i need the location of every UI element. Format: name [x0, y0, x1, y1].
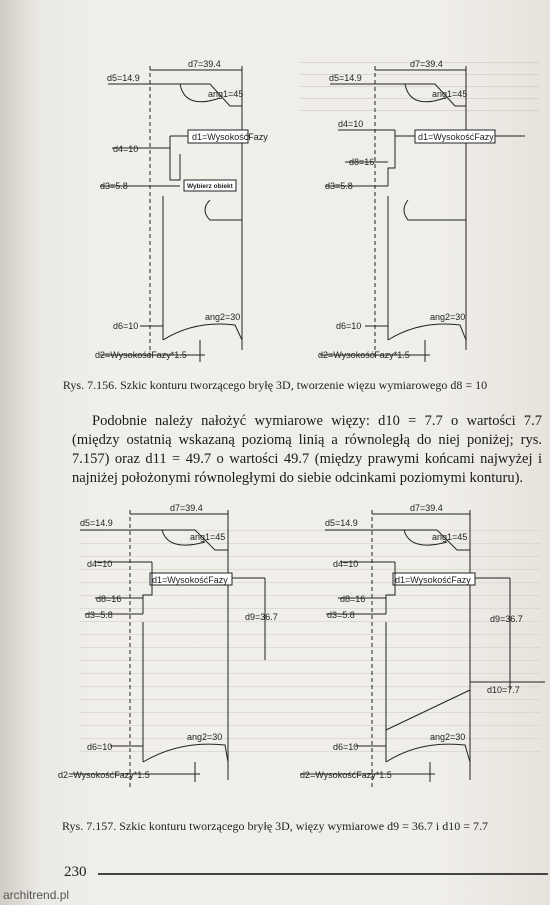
right2-d3: d3=5.8: [327, 610, 355, 620]
figure-7-156-caption: Rys. 7.156. Szkic konturu tworzącego bry…: [62, 378, 488, 392]
left2-d1: d1=WysokośćFazy: [152, 575, 228, 585]
figure-7-157: d7=39.4 d5=14.9 ang1=45 d4=10 d1=Wysokoś…: [58, 503, 545, 790]
left1-d5: d5=14.9: [107, 73, 140, 83]
right1-d5: d5=14.9: [329, 73, 362, 83]
right2-d9: d9=36.7: [490, 614, 523, 624]
body-paragraph: Podobnie należy nałożyć wymiarowe więzy:…: [72, 413, 542, 486]
right2-d1: d1=WysokośćFazy: [395, 575, 471, 585]
figure-7-156-right-sketch: [320, 66, 525, 362]
watermark: architrend.pl: [3, 888, 70, 902]
right1-d6: d6=10: [336, 321, 361, 331]
right2-d8: d8=16: [340, 594, 365, 604]
right2-d2: d2=WysokośćFazy*1.5: [300, 770, 392, 780]
right1-d8: d8=16: [349, 157, 374, 167]
right2-d10: d10=7.7: [487, 685, 520, 695]
figure-7-157-caption: Rys. 7.157. Szkic konturu tworzącego bry…: [62, 819, 488, 833]
left1-d4: d4=10: [113, 144, 138, 154]
left1-ang1: ang1=45: [208, 89, 243, 99]
figure-7-156-left-sketch: [100, 66, 250, 362]
left1-d3: d3=5.8: [100, 181, 128, 191]
figure-7-157-left-sketch: [70, 510, 266, 790]
left2-d7: d7=39.4: [170, 503, 203, 513]
left1-d6: d6=10: [113, 321, 138, 331]
right1-d4: d4=10: [338, 119, 363, 129]
right2-ang1: ang1=45: [432, 532, 467, 542]
left2-d2: d2=WysokośćFazy*1.5: [58, 770, 150, 780]
left2-d5: d5=14.9: [80, 518, 113, 528]
left2-d3: d3=5.8: [85, 610, 113, 620]
bleed-through-top: [300, 62, 540, 122]
right1-d1: d1=WysokośćFazy: [418, 132, 494, 142]
bleed-through-middle: [80, 530, 540, 760]
right2-ang2: ang2=30: [430, 732, 465, 742]
left2-ang2: ang2=30: [187, 732, 222, 742]
left1-d1: d1=WysokośćFazy: [192, 132, 268, 142]
right1-ang2: ang2=30: [430, 312, 465, 322]
left2-d6: d6=10: [87, 742, 112, 752]
left2-d8: d8=16: [96, 594, 121, 604]
right2-d4: d4=10: [333, 559, 358, 569]
right2-d5: d5=14.9: [325, 518, 358, 528]
left2-d9: d9=36.7: [245, 612, 278, 622]
left1-ang2: ang2=30: [205, 312, 240, 322]
page-number: 230: [64, 864, 87, 880]
right1-d2: d2=WysokośćFazy*1.5: [318, 350, 410, 360]
right2-d6: d6=10: [333, 742, 358, 752]
left2-ang1: ang1=45: [190, 532, 225, 542]
right1-ang1: ang1=45: [432, 89, 467, 99]
left1-tooltip: Wybierz obiekt: [187, 183, 234, 190]
left2-d4: d4=10: [87, 559, 112, 569]
footer-rule: [98, 873, 548, 875]
left1-d2: d2=WysokośćFazy*1.5: [95, 350, 187, 360]
figure-7-156: d7=39.4 d5=14.9 ang1=45 d1=WysokośćFazy …: [95, 59, 525, 362]
left1-d7: d7=39.4: [188, 59, 221, 69]
figure-7-157-right-sketch: [300, 510, 545, 790]
right1-d7: d7=39.4: [410, 59, 443, 69]
right1-d3: d3=5.8: [325, 181, 353, 191]
right2-d7: d7=39.4: [410, 503, 443, 513]
